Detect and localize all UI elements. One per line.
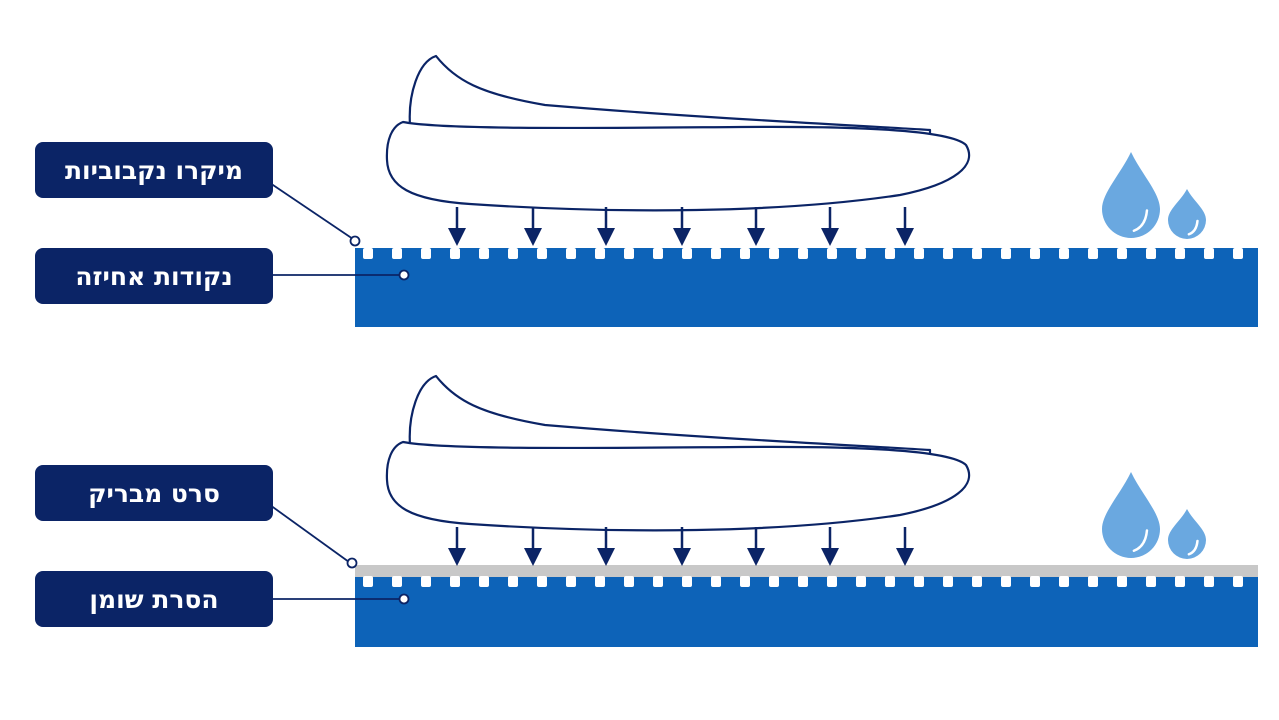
- leader-micro-pores-dot: [349, 235, 361, 247]
- label-grip-points: נקודות אחיזה: [35, 248, 273, 304]
- surface-notch: [914, 576, 924, 587]
- surface-notch: [682, 576, 692, 587]
- surface-notch: [392, 576, 402, 587]
- pressure-arrow-head: [747, 228, 765, 246]
- surface-notch: [1001, 248, 1011, 259]
- shoe-sole: [385, 120, 971, 212]
- surface-notch: [769, 248, 779, 259]
- surface-notch: [624, 576, 634, 587]
- surface-notch: [885, 248, 895, 259]
- surface-notch: [856, 248, 866, 259]
- surface-notch: [508, 248, 518, 259]
- pressure-arrow-head: [896, 548, 914, 566]
- pressure-arrow-head: [597, 228, 615, 246]
- surface-notch: [653, 248, 663, 259]
- surface-notch: [392, 248, 402, 259]
- pressure-arrow-head: [673, 548, 691, 566]
- water-drop-large-icon-highlight: [1132, 529, 1149, 552]
- surface-notch: [595, 576, 605, 587]
- surface-notch: [537, 576, 547, 587]
- leader-micro-pores: [269, 182, 354, 240]
- surface-notch: [1059, 248, 1069, 259]
- surface-notch: [508, 576, 518, 587]
- surface-notch: [421, 248, 431, 259]
- surface-notch: [1233, 248, 1243, 259]
- pressure-arrow-head: [747, 548, 765, 566]
- label-grease-removal: הסרת שומן: [35, 571, 273, 627]
- surface-notch: [972, 576, 982, 587]
- surface-notch: [711, 576, 721, 587]
- surface-notch: [450, 248, 460, 259]
- surface-notch: [450, 576, 460, 587]
- surface-notch: [1204, 248, 1214, 259]
- surface-notch: [972, 248, 982, 259]
- surface-notch: [1146, 576, 1156, 587]
- surface-notch: [740, 576, 750, 587]
- shoe-sole: [385, 440, 971, 532]
- leader-glossy-film: [269, 504, 350, 563]
- surface-notch: [363, 576, 373, 587]
- label-micro-pores: מיקרו נקבוביות: [35, 142, 273, 198]
- surface-notch: [1088, 248, 1098, 259]
- water-drop-small-icon: [1168, 189, 1206, 239]
- surface-notch: [1233, 576, 1243, 587]
- surface-notch: [856, 576, 866, 587]
- surface-notch: [421, 576, 431, 587]
- surface-notch: [1175, 248, 1185, 259]
- surface-notch: [682, 248, 692, 259]
- surface-notch: [566, 248, 576, 259]
- surface-notch: [943, 576, 953, 587]
- water-drop-large-icon: [1102, 472, 1160, 558]
- pressure-arrow-head: [524, 228, 542, 246]
- pressure-arrow-head: [821, 228, 839, 246]
- pressure-arrow-head: [821, 548, 839, 566]
- surface-notch: [885, 576, 895, 587]
- surface-notch: [595, 248, 605, 259]
- surface-notch: [1001, 576, 1011, 587]
- water-drop-small-icon-highlight: [1187, 539, 1199, 556]
- surface-notch: [566, 576, 576, 587]
- surface-notch: [769, 576, 779, 587]
- surface-notch: [1204, 576, 1214, 587]
- surface-notch: [798, 576, 808, 587]
- label-glossy-film: סרט מבריק: [35, 465, 273, 521]
- surface-notch: [1030, 248, 1040, 259]
- pressure-arrow-head: [597, 548, 615, 566]
- pressure-arrow-head: [524, 548, 542, 566]
- water-drop-large-icon: [1102, 152, 1160, 238]
- leader-grip-points-dot: [398, 269, 410, 281]
- surface-notch: [740, 248, 750, 259]
- surface-notch: [624, 248, 634, 259]
- surface-notch: [653, 576, 663, 587]
- surface-notch: [1059, 576, 1069, 587]
- surface-notch: [1117, 248, 1127, 259]
- surface-notch: [798, 248, 808, 259]
- leader-grease-removal-dot: [398, 593, 410, 605]
- surface-notch: [1117, 576, 1127, 587]
- pressure-arrow-head: [448, 228, 466, 246]
- surface-notch: [479, 576, 489, 587]
- surface-notch: [827, 248, 837, 259]
- surface-notch: [943, 248, 953, 259]
- surface-notch: [914, 248, 924, 259]
- water-drop-small-icon-highlight: [1187, 219, 1199, 236]
- surface-notch: [1030, 576, 1040, 587]
- surface-notch: [827, 576, 837, 587]
- water-drop-large-icon-highlight: [1132, 209, 1149, 232]
- surface-notch: [1088, 576, 1098, 587]
- surface-notch: [711, 248, 721, 259]
- glossy-film-panel-film-layer: [355, 565, 1258, 577]
- water-drop-small-icon: [1168, 509, 1206, 559]
- pressure-arrow-head: [448, 548, 466, 566]
- surface-notch: [479, 248, 489, 259]
- pressure-arrow-head: [896, 228, 914, 246]
- micro-pores-panel-surface: [355, 248, 1258, 327]
- surface-notch: [537, 248, 547, 259]
- surface-notch: [1175, 576, 1185, 587]
- surface-notch: [1146, 248, 1156, 259]
- surface-notch: [363, 248, 373, 259]
- leader-glossy-film-dot: [346, 557, 358, 569]
- pressure-arrow-head: [673, 228, 691, 246]
